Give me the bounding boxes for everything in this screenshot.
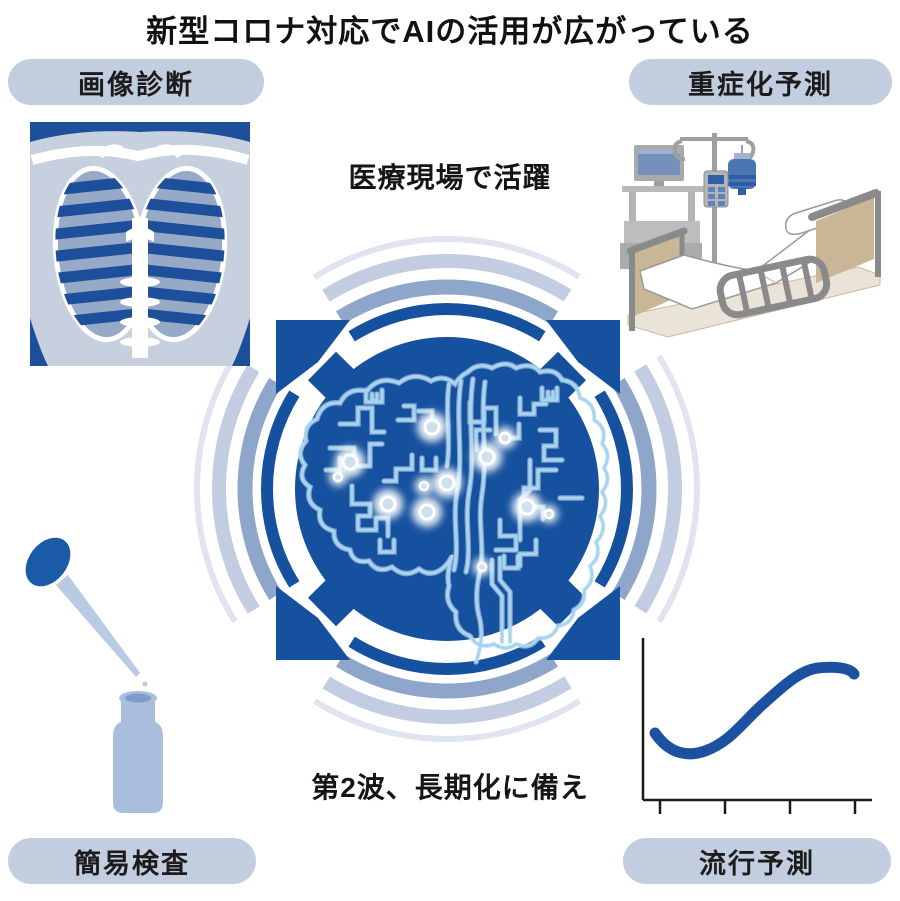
xray-bones	[30, 144, 250, 165]
s-curve-line	[649, 661, 860, 760]
label-epidemic-forecast-text: 流行予測	[699, 848, 815, 879]
chart-axes	[641, 638, 872, 814]
iv-bag	[728, 145, 756, 195]
brain-glow-nodes	[329, 412, 558, 576]
epidemic-curve-chart	[641, 638, 872, 814]
label-image-diagnosis-text: 画像診断	[78, 69, 194, 100]
xray-spine	[120, 218, 160, 358]
page-title: 新型コロナ対応でAIの活用が広がっている	[146, 14, 754, 49]
label-simple-testing: 簡易検査	[8, 838, 256, 884]
xray-lungs	[47, 165, 233, 343]
brain-icon	[300, 364, 607, 662]
hospital-bed	[626, 189, 881, 338]
caption-medical-field: 医療現場で活躍	[348, 162, 552, 193]
label-image-diagnosis: 画像診断	[8, 59, 264, 105]
label-epidemic-forecast: 流行予測	[623, 838, 891, 884]
dropper-icon	[25, 537, 148, 687]
side-rail	[716, 255, 831, 319]
dropper-vial-illustration	[25, 537, 163, 813]
iv-pole	[672, 133, 756, 315]
headboard	[808, 189, 881, 283]
hospital-bed-illustration	[620, 133, 881, 338]
xray-shoulder-band	[30, 122, 250, 142]
vial-icon	[113, 691, 163, 813]
label-severity-prediction: 重症化予測	[629, 59, 892, 105]
label-simple-testing-text: 簡易検査	[74, 848, 190, 879]
caption-second-wave: 第2波、長期化に備え	[311, 772, 589, 803]
xray-illustration	[30, 122, 250, 366]
iv-pump	[703, 170, 729, 208]
ripple-rings	[194, 236, 700, 742]
label-severity-prediction-text: 重症化予測	[688, 69, 833, 100]
